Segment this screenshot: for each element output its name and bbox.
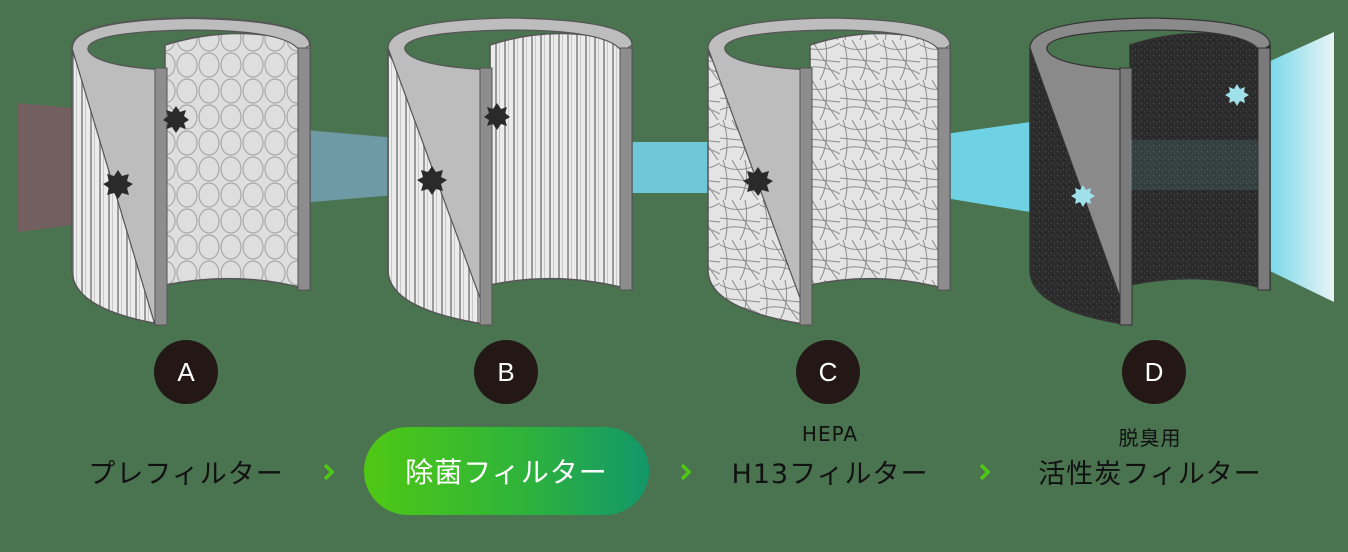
filter-d-label: 活性炭フィルター xyxy=(1038,459,1262,490)
filter-d-illustration xyxy=(1029,17,1271,326)
filter-c-sublabel: HEPA xyxy=(801,422,859,446)
filter-d-sublabel: 脱臭用 xyxy=(1118,426,1182,450)
particle-icon xyxy=(743,167,773,196)
filter-b-highlight-pill: 除菌フィルター xyxy=(364,427,649,515)
dust-particle-icons xyxy=(103,103,773,199)
badge-c: C xyxy=(796,340,860,404)
particle-icon xyxy=(484,103,510,130)
clean-particle-icons xyxy=(1071,84,1249,207)
filter-c-label: H13フィルター xyxy=(731,459,929,490)
filter-b-label: 除菌フィルター xyxy=(405,456,608,489)
particle-icon xyxy=(163,106,189,133)
particle-icon xyxy=(103,170,133,199)
filter-illustration xyxy=(18,16,1334,326)
badge-b: B xyxy=(474,340,538,404)
particle-icon xyxy=(1225,84,1249,106)
particle-icon xyxy=(417,166,447,195)
chevron-right-icon xyxy=(323,463,335,481)
badge-a: A xyxy=(154,340,218,404)
chevron-right-icon xyxy=(979,463,991,481)
particle-icon xyxy=(1071,185,1095,207)
filter-a-illustration xyxy=(71,16,311,326)
chevron-right-icon xyxy=(680,463,692,481)
badge-d: D xyxy=(1122,340,1186,404)
filter-c-illustration xyxy=(707,17,951,326)
filter-a-label: プレフィルター xyxy=(88,459,284,490)
